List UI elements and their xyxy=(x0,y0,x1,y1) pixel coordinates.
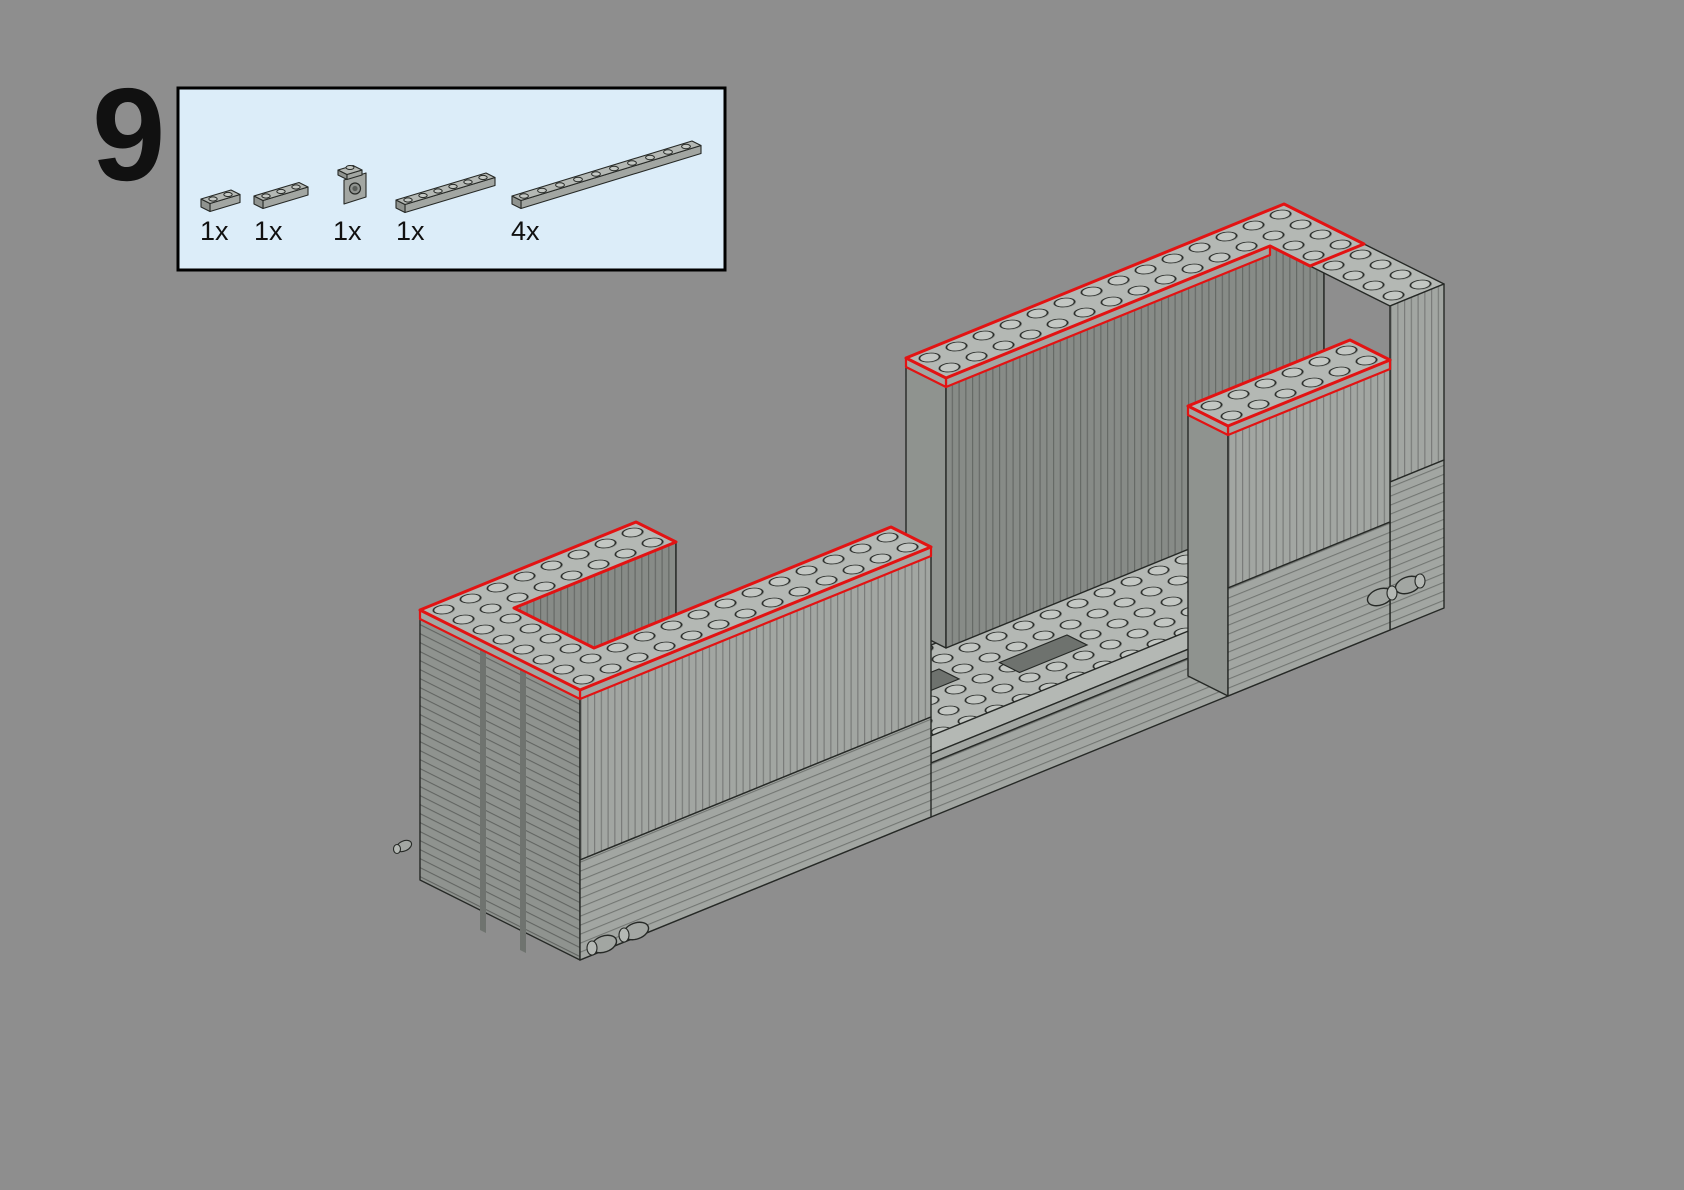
part-quantity: 1x xyxy=(200,216,229,246)
highlight-right-front-plate xyxy=(1186,338,1392,437)
ladder-rail xyxy=(520,660,526,953)
ladder-rail xyxy=(480,640,486,933)
model-assembly xyxy=(392,202,1445,961)
part-quantity: 4x xyxy=(511,216,540,246)
parts-callout-box xyxy=(176,86,727,272)
part-quantity: 1x xyxy=(254,216,283,246)
part-plate-1x10 xyxy=(511,140,702,210)
part-plate-1x3 xyxy=(253,181,309,210)
deck-slot xyxy=(998,634,1089,674)
part-quantity: 1x xyxy=(396,216,425,246)
highlight-right-back-rim xyxy=(904,202,1366,389)
part-plate-1x6 xyxy=(395,172,496,214)
left-buffers xyxy=(586,921,650,956)
part-plate-1x2 xyxy=(200,189,241,213)
highlight-left-rim xyxy=(418,520,933,701)
part-bracket-1x1 xyxy=(337,164,367,205)
step-number: 9 xyxy=(92,61,165,208)
left-wall-assembly xyxy=(419,541,932,961)
parts-callout: 1x 1x 1x 1x 4x xyxy=(176,86,727,272)
left-side-pin xyxy=(392,839,413,855)
part-quantity: 1x xyxy=(333,216,362,246)
right-buffers xyxy=(1366,573,1426,607)
